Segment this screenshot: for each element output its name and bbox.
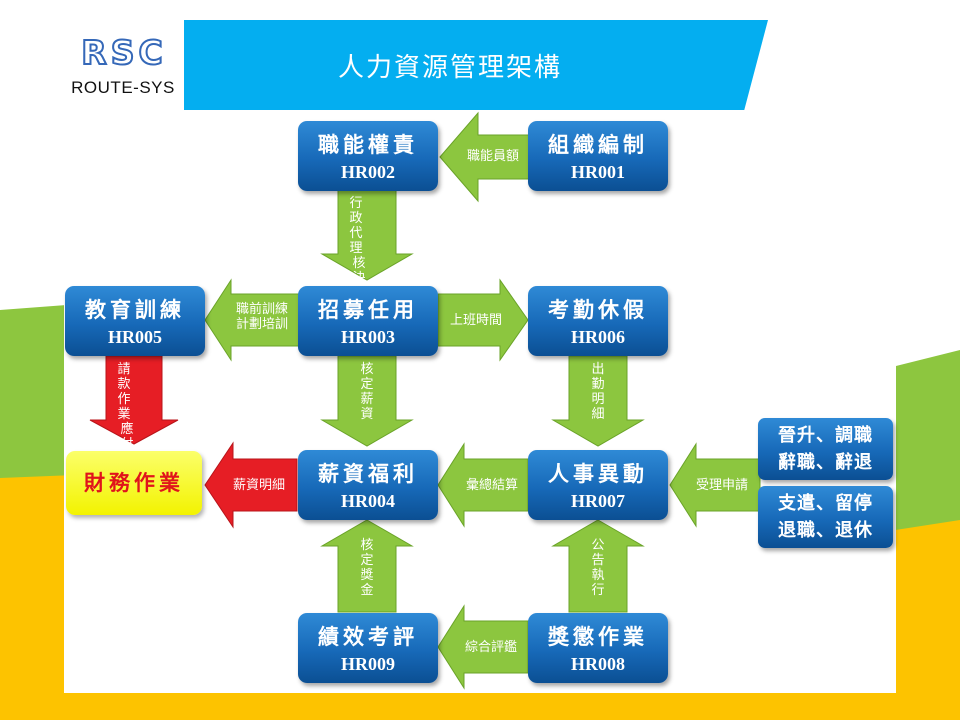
arrow-label-approve-salary: 核定薪資	[360, 362, 374, 422]
module-code: HR008	[571, 654, 625, 674]
arrow-label-summary-settlement: 彙總結算	[465, 478, 518, 493]
module-hr005[interactable]: 教育訓練 HR005	[65, 286, 205, 356]
module-name: 考勤休假	[548, 297, 648, 322]
header-bar	[184, 20, 768, 111]
module-code: HR009	[341, 654, 395, 674]
module-code: HR002	[341, 162, 395, 182]
request-box-transfer-resign[interactable]: 晉升、調職 辭職、辭退	[758, 418, 893, 480]
module-name: 組織編制	[548, 132, 648, 157]
module-name: 人事異動	[548, 461, 648, 486]
module-name: 招募任用	[318, 297, 418, 322]
module-code: HR007	[571, 491, 625, 511]
module-hr001[interactable]: 組織編制 HR001	[528, 121, 668, 191]
arrow-label-wrap: 核定薪資	[360, 362, 374, 422]
module-code: HR003	[341, 327, 395, 347]
arrow-label-comprehensive-review: 綜合評鑑	[464, 640, 517, 655]
arrow-label-wrap: 公告執行	[591, 538, 605, 598]
arrow-label-salary-detail: 薪資明細	[232, 478, 285, 493]
module-code: HR005	[108, 327, 162, 347]
module-code: HR006	[571, 327, 625, 347]
module-hr004[interactable]: 薪資福利 HR004	[298, 450, 438, 520]
arrow-label-pre-job-training: 職前訓練	[235, 302, 288, 317]
module-name: 職能權責	[318, 132, 418, 157]
request-line: 支遣、留停	[778, 493, 873, 514]
module-name: 教育訓練	[85, 297, 185, 322]
arrow-label-approve-bonus: 核定獎金	[360, 538, 374, 598]
request-line: 晉升、調職	[778, 425, 873, 446]
module-name: 獎懲作業	[548, 624, 648, 649]
module-hr006[interactable]: 考勤休假 HR006	[528, 286, 668, 356]
module-hr002[interactable]: 職能權責 HR002	[298, 121, 438, 191]
finance-operations-box[interactable]: 財務作業	[66, 451, 202, 515]
page-title: 人力資源管理架構	[337, 53, 562, 83]
company-logo: RSC ROUTE-SYS	[62, 20, 184, 111]
module-name: 績效考評	[318, 624, 418, 649]
request-box-severance-retire[interactable]: 支遣、留停 退職、退休	[758, 486, 893, 548]
module-code: HR001	[571, 162, 625, 182]
module-hr003[interactable]: 招募任用 HR003	[298, 286, 438, 356]
arrow-label-payment-request: 請款作業	[117, 362, 131, 422]
arrow-label-training: 職前訓練 計劃培訓	[227, 302, 297, 332]
logo-text: ROUTE-SYS	[71, 78, 175, 97]
arrow-label-acting-delegate: 行政代理	[349, 196, 363, 256]
header-banner-shape	[184, 20, 768, 111]
arrow-label-wrap: 出勤明細	[591, 362, 605, 422]
arrow-label-attendance-detail: 出勤明細	[591, 362, 605, 422]
module-name: 薪資福利	[318, 461, 418, 486]
arrow-label-work-hours: 上班時間	[449, 313, 502, 328]
module-hr007[interactable]: 人事異動 HR007	[528, 450, 668, 520]
arrow-label-accept-application: 受理申請	[695, 478, 748, 493]
arrow-label-announce-execute: 公告執行	[591, 538, 605, 598]
module-hr009[interactable]: 績效考評 HR009	[298, 613, 438, 683]
arrow-label-wrap: 核定獎金	[360, 538, 374, 598]
arrow-label-planned-training: 計劃培訓	[235, 317, 288, 332]
content-panel	[64, 110, 896, 693]
arrow-label-staffing: 職能員額	[466, 149, 519, 164]
request-line: 退職、退休	[778, 520, 873, 541]
module-code: HR004	[341, 491, 395, 511]
module-hr008[interactable]: 獎懲作業 HR008	[528, 613, 668, 683]
logo-mark: RSC	[68, 35, 180, 71]
request-line: 辭職、辭退	[778, 452, 873, 473]
